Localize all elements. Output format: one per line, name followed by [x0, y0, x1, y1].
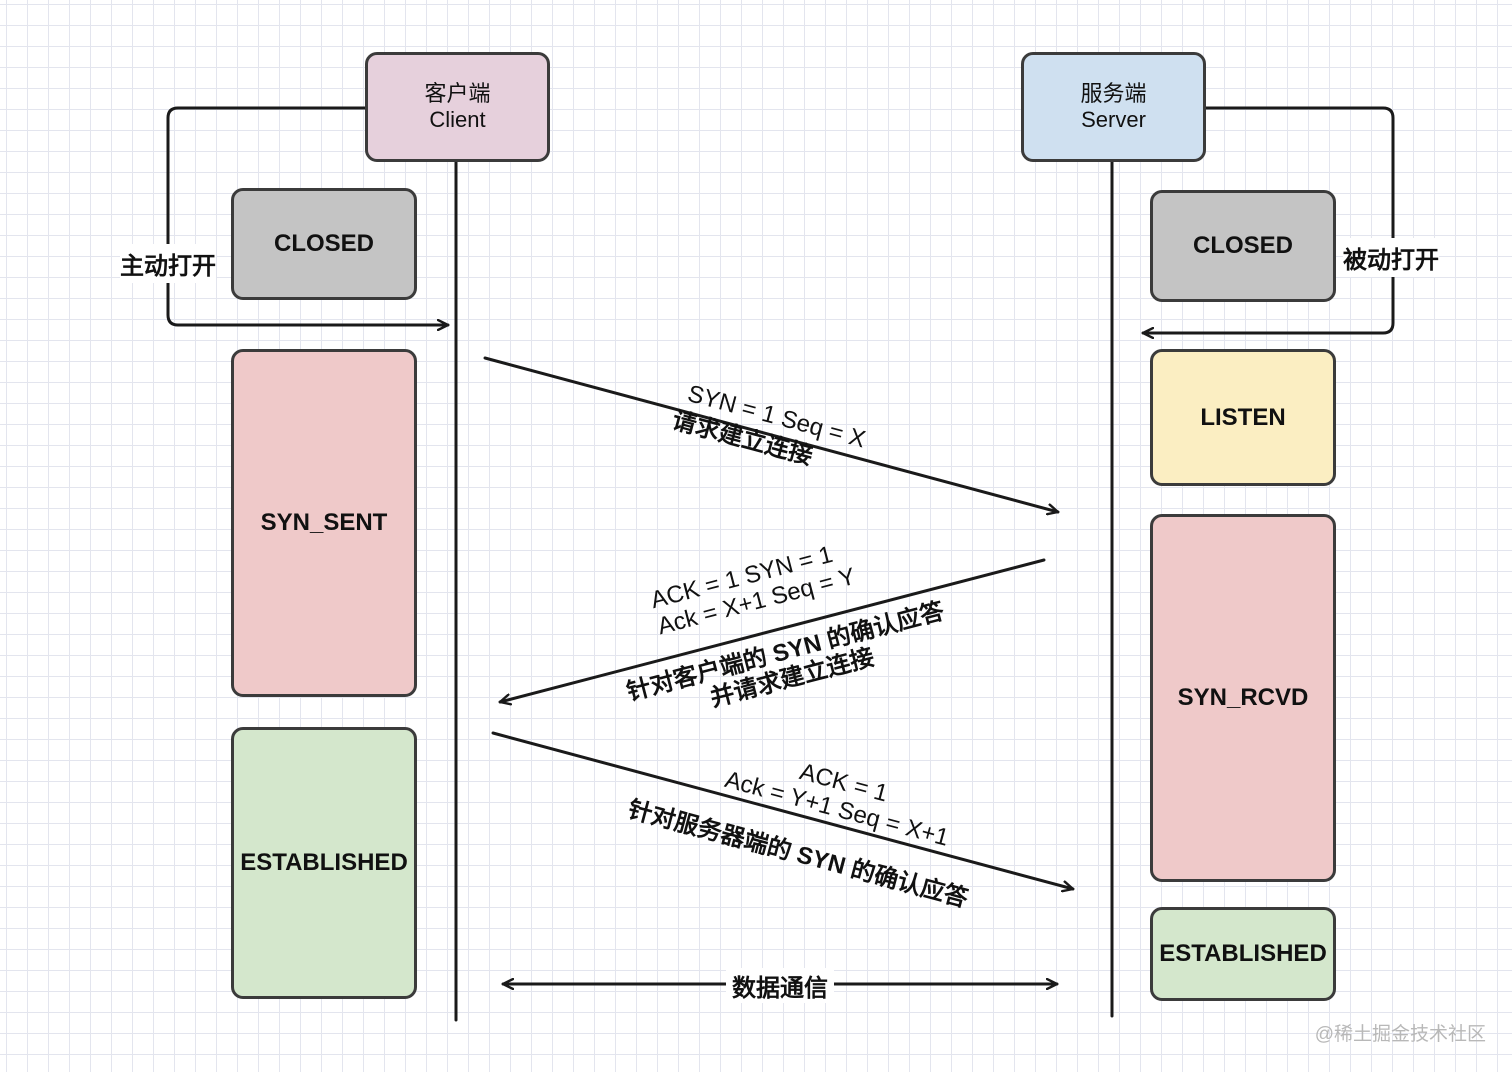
client-title-cn: 客户端 — [424, 81, 491, 106]
msg3-arrow — [491, 731, 1075, 889]
client-state-closed: CLOSED — [231, 188, 417, 300]
client-actor-box: 客户端 Client — [365, 52, 550, 162]
data-exchange-label: 数据通信 — [726, 968, 834, 1003]
msg2-arrow — [498, 558, 1046, 702]
server-actor-box: 服务端 Server — [1021, 52, 1206, 162]
msg1-arrow — [483, 356, 1060, 512]
client-title-en: Client — [429, 107, 486, 132]
client-state-syn-sent: SYN_SENT — [231, 349, 417, 697]
server-open-arrow — [1141, 106, 1395, 333]
server-state-listen: LISTEN — [1150, 349, 1336, 486]
server-title-en: Server — [1081, 107, 1146, 132]
client-active-open-label: 主动打开 — [120, 244, 216, 283]
server-state-established: ESTABLISHED — [1150, 907, 1336, 1001]
client-open-arrow — [166, 106, 450, 325]
server-state-syn-rcvd: SYN_RCVD — [1150, 514, 1336, 882]
server-title-cn: 服务端 — [1080, 81, 1147, 106]
client-state-established: ESTABLISHED — [231, 727, 417, 999]
server-passive-open-label: 被动打开 — [1343, 238, 1439, 277]
server-state-closed: CLOSED — [1150, 190, 1336, 302]
watermark: @稀土掘金技术社区 — [1314, 1024, 1486, 1045]
